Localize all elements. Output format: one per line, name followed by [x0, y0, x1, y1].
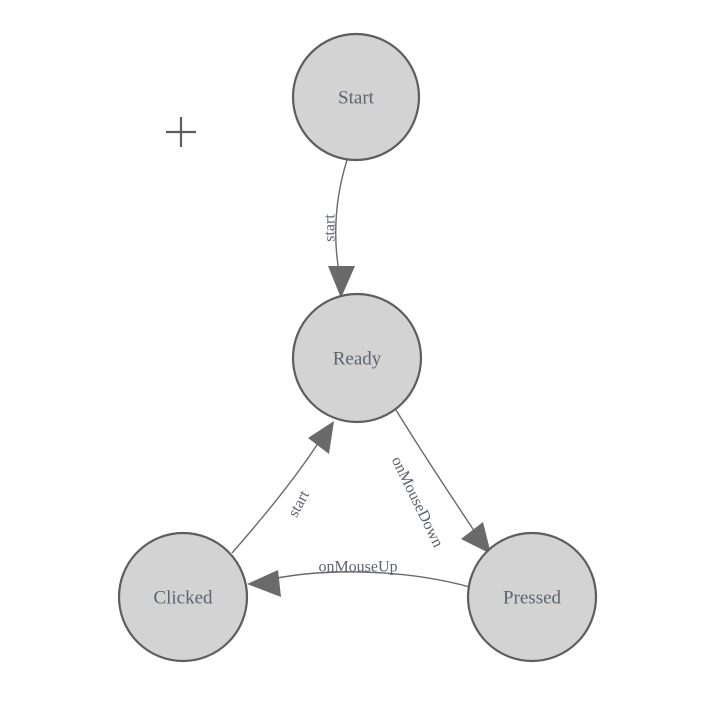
edge-pressed-to-clicked[interactable]: onMouseUp — [247, 559, 471, 598]
edge-path-pressed-to-clicked — [262, 571, 471, 588]
node-pressed-circle[interactable] — [466, 531, 598, 663]
node-start-circle[interactable] — [291, 32, 421, 162]
arrowhead-clicked-to-ready — [308, 421, 334, 454]
node-ready-label: Ready — [333, 349, 382, 370]
arrowhead-ready-to-pressed — [461, 522, 491, 554]
arrowhead-pressed-to-clicked — [247, 570, 281, 597]
node-ready-circle[interactable] — [291, 292, 423, 424]
edge-label-ready-to-pressed: onMouseDown — [388, 454, 447, 550]
node-clicked-circle[interactable] — [117, 531, 249, 663]
edge-clicked-to-ready[interactable]: start — [231, 421, 334, 554]
node-start[interactable]: Start — [291, 32, 421, 162]
edge-label-clicked-to-ready: start — [285, 487, 313, 520]
node-ready[interactable]: Ready — [291, 292, 423, 424]
node-pressed-label: Pressed — [503, 588, 562, 609]
crosshair-icon — [166, 117, 196, 147]
node-clicked[interactable]: Clicked — [117, 531, 249, 663]
node-clicked-label: Clicked — [153, 588, 213, 609]
node-pressed[interactable]: Pressed — [466, 531, 598, 663]
edge-label-start-to-ready: start — [322, 214, 339, 242]
edge-start-to-ready[interactable]: start — [322, 159, 356, 298]
edge-path-clicked-to-ready — [231, 436, 323, 554]
edge-path-ready-to-pressed — [395, 409, 480, 539]
node-start-label: Start — [338, 88, 375, 109]
edge-ready-to-pressed[interactable]: onMouseDown — [388, 409, 491, 554]
edge-label-pressed-to-clicked: onMouseUp — [318, 559, 397, 576]
arrowhead-start-to-ready — [328, 266, 355, 298]
